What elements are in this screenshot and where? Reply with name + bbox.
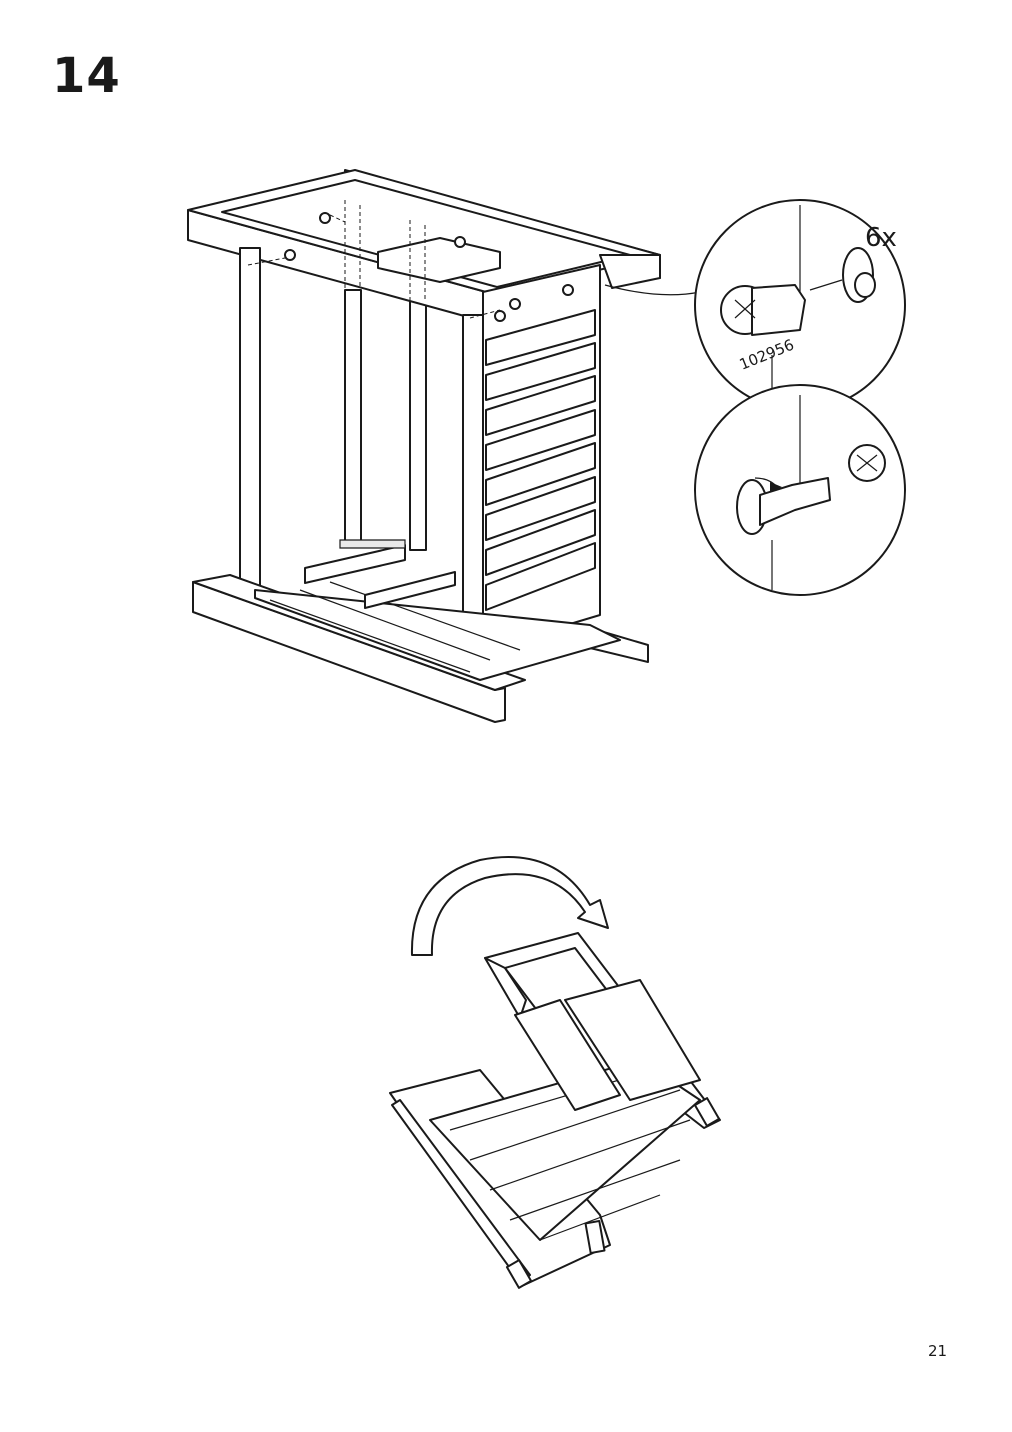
cam-lock-detail: [694, 199, 906, 411]
frame-illustration: [187, 169, 701, 723]
step-number: 14: [52, 48, 121, 104]
screwdriver-detail: [694, 384, 906, 596]
page-number: 21: [928, 1342, 948, 1360]
flip-illustration: [389, 856, 721, 1289]
quantity-label: 6x: [865, 223, 897, 253]
